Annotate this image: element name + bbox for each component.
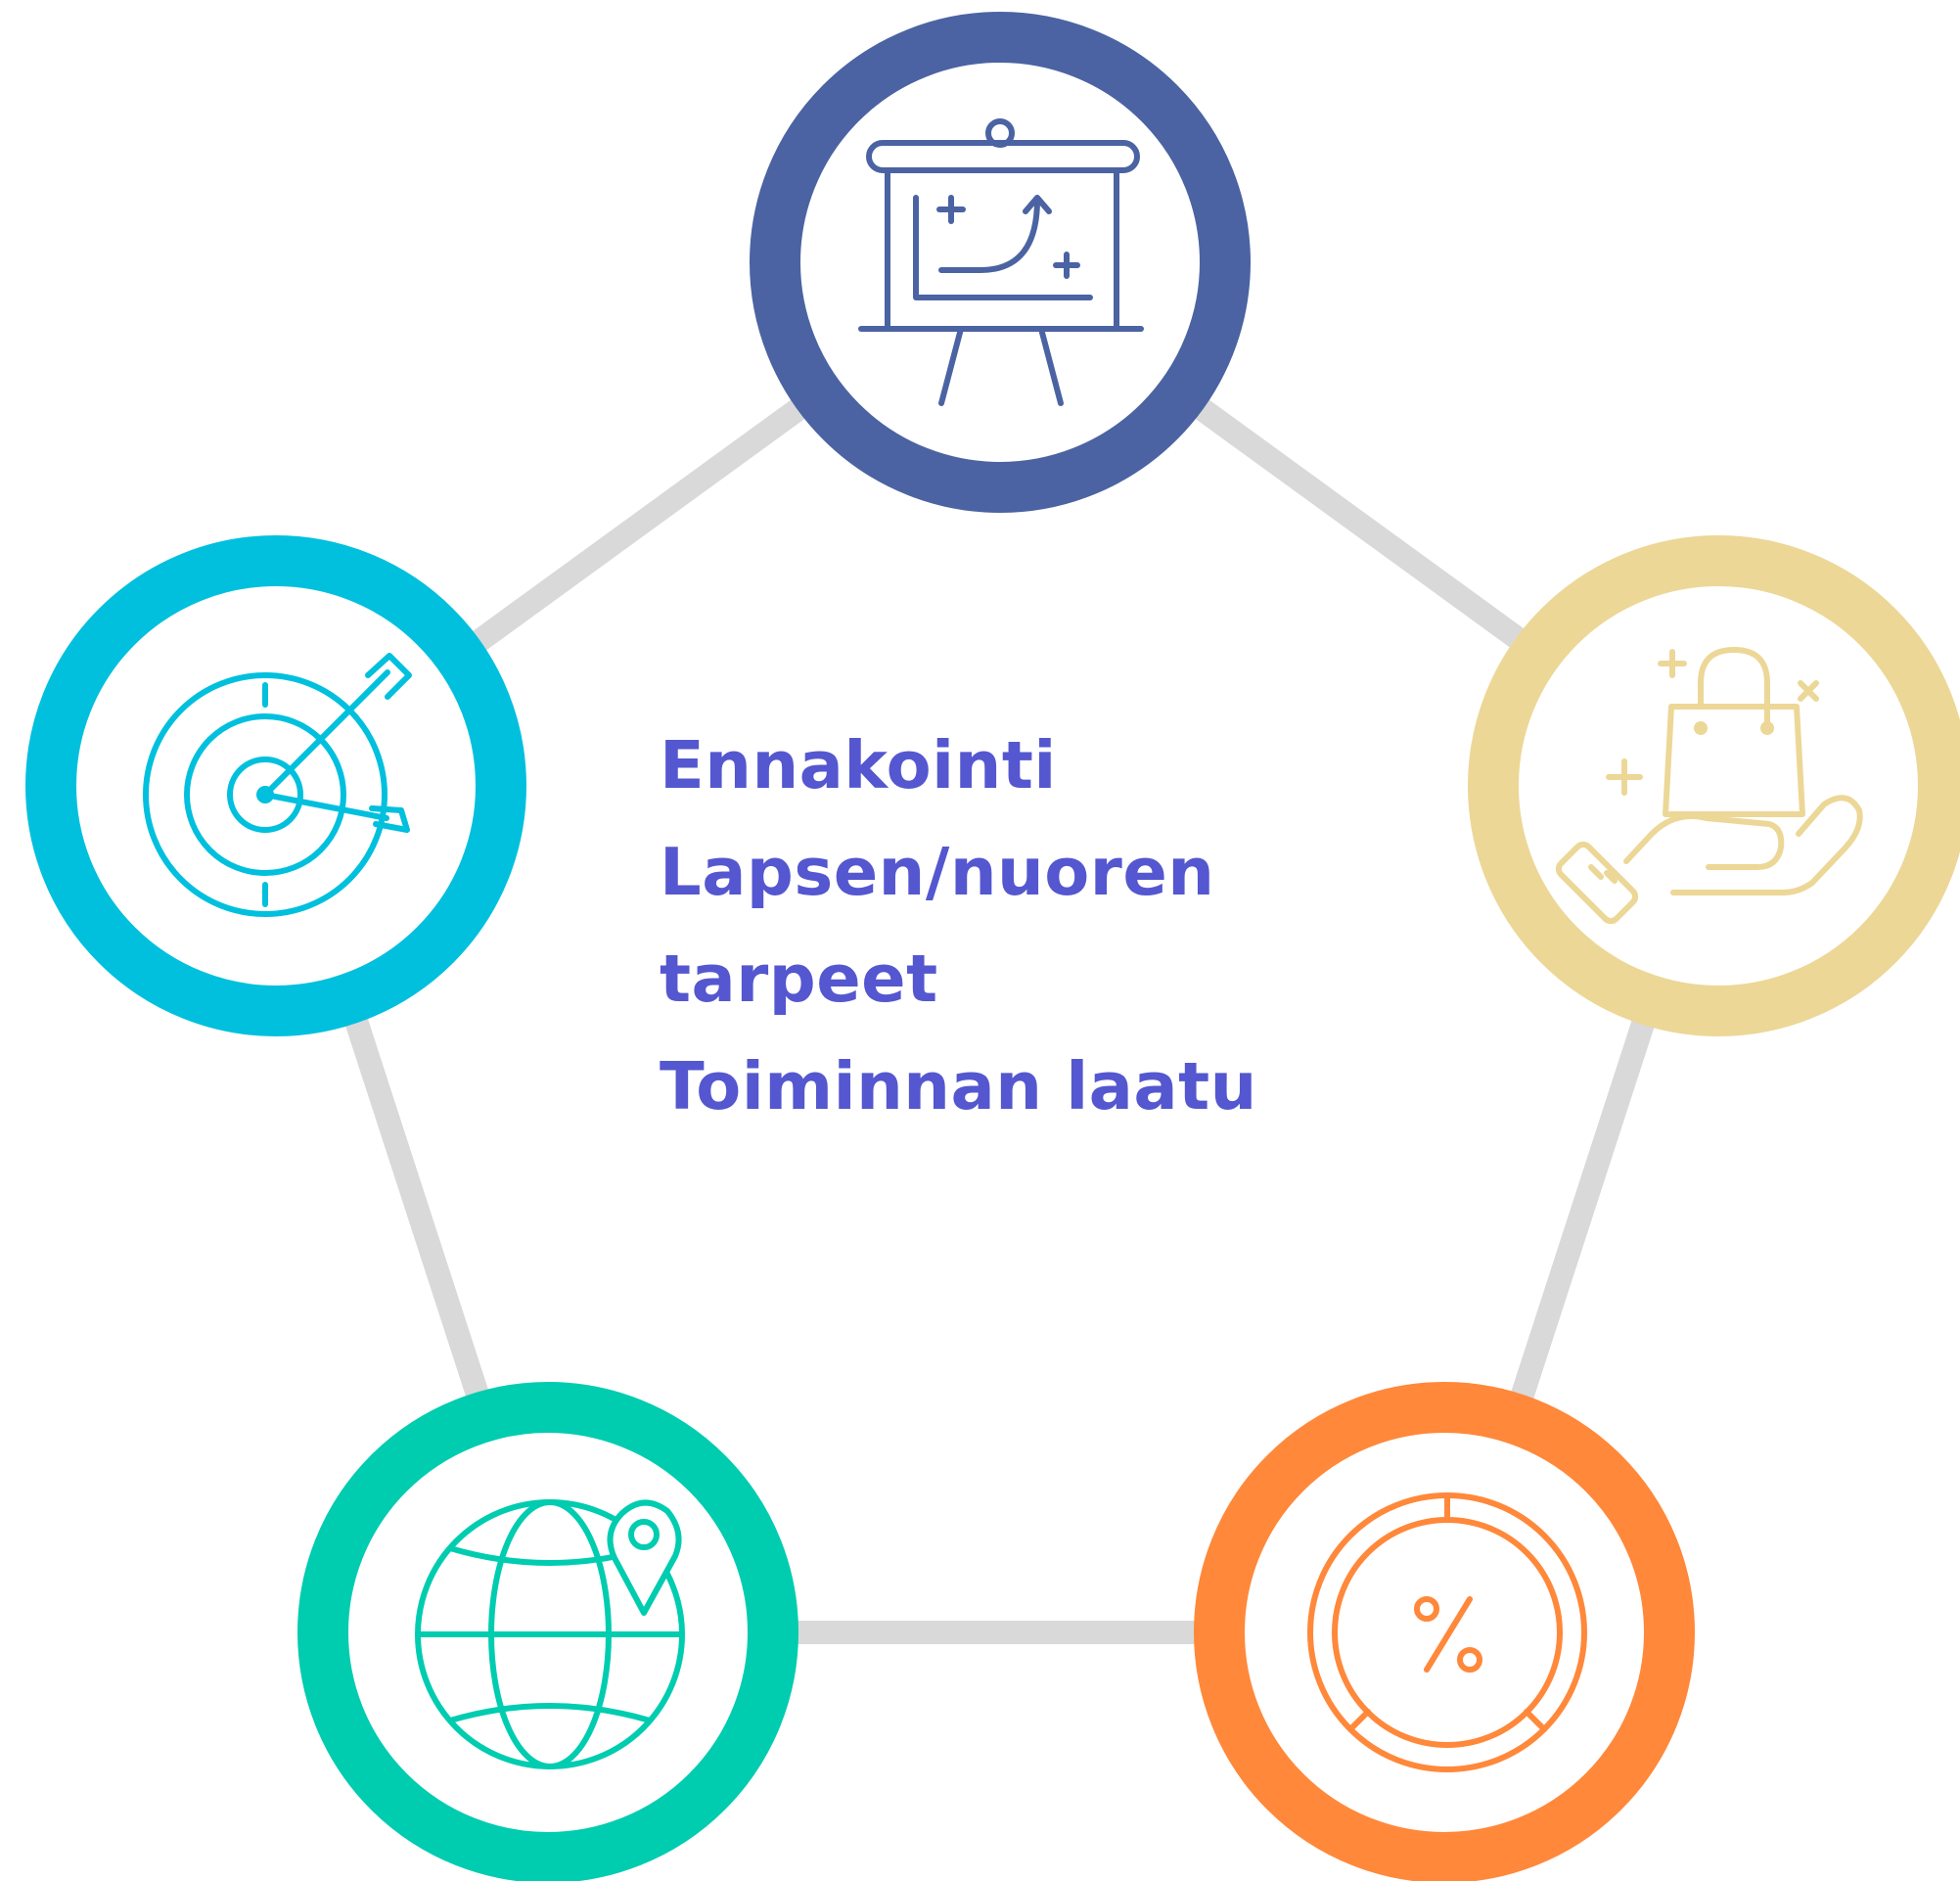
center-text-block: Ennakointi Lapsen/nuoren tarpeet Toiminn… <box>660 712 1345 1140</box>
node-bottom-right-ring <box>1194 1382 1695 1881</box>
presentation-board-growth-icon <box>858 118 1144 406</box>
percentage-dial-icon <box>1307 1492 1587 1772</box>
center-text-line-1: Ennakointi <box>660 727 1057 803</box>
node-left <box>25 535 526 1036</box>
center-text-line-4: Toiminnan laatu <box>660 1047 1257 1124</box>
globe-location-pin-icon <box>415 1499 685 1769</box>
node-top-ring <box>750 12 1251 513</box>
center-text-line-3: tarpeet <box>660 940 938 1018</box>
node-right <box>1468 535 1960 1036</box>
hand-shopping-bag-icon <box>1555 647 1863 925</box>
node-bottom-left <box>297 1382 798 1881</box>
node-bottom-right <box>1194 1382 1695 1881</box>
center-text-line-2: Lapsen/nuoren <box>660 834 1215 911</box>
node-right-ring <box>1468 535 1960 1036</box>
target-arrows-icon <box>143 653 412 917</box>
node-top <box>750 12 1251 513</box>
